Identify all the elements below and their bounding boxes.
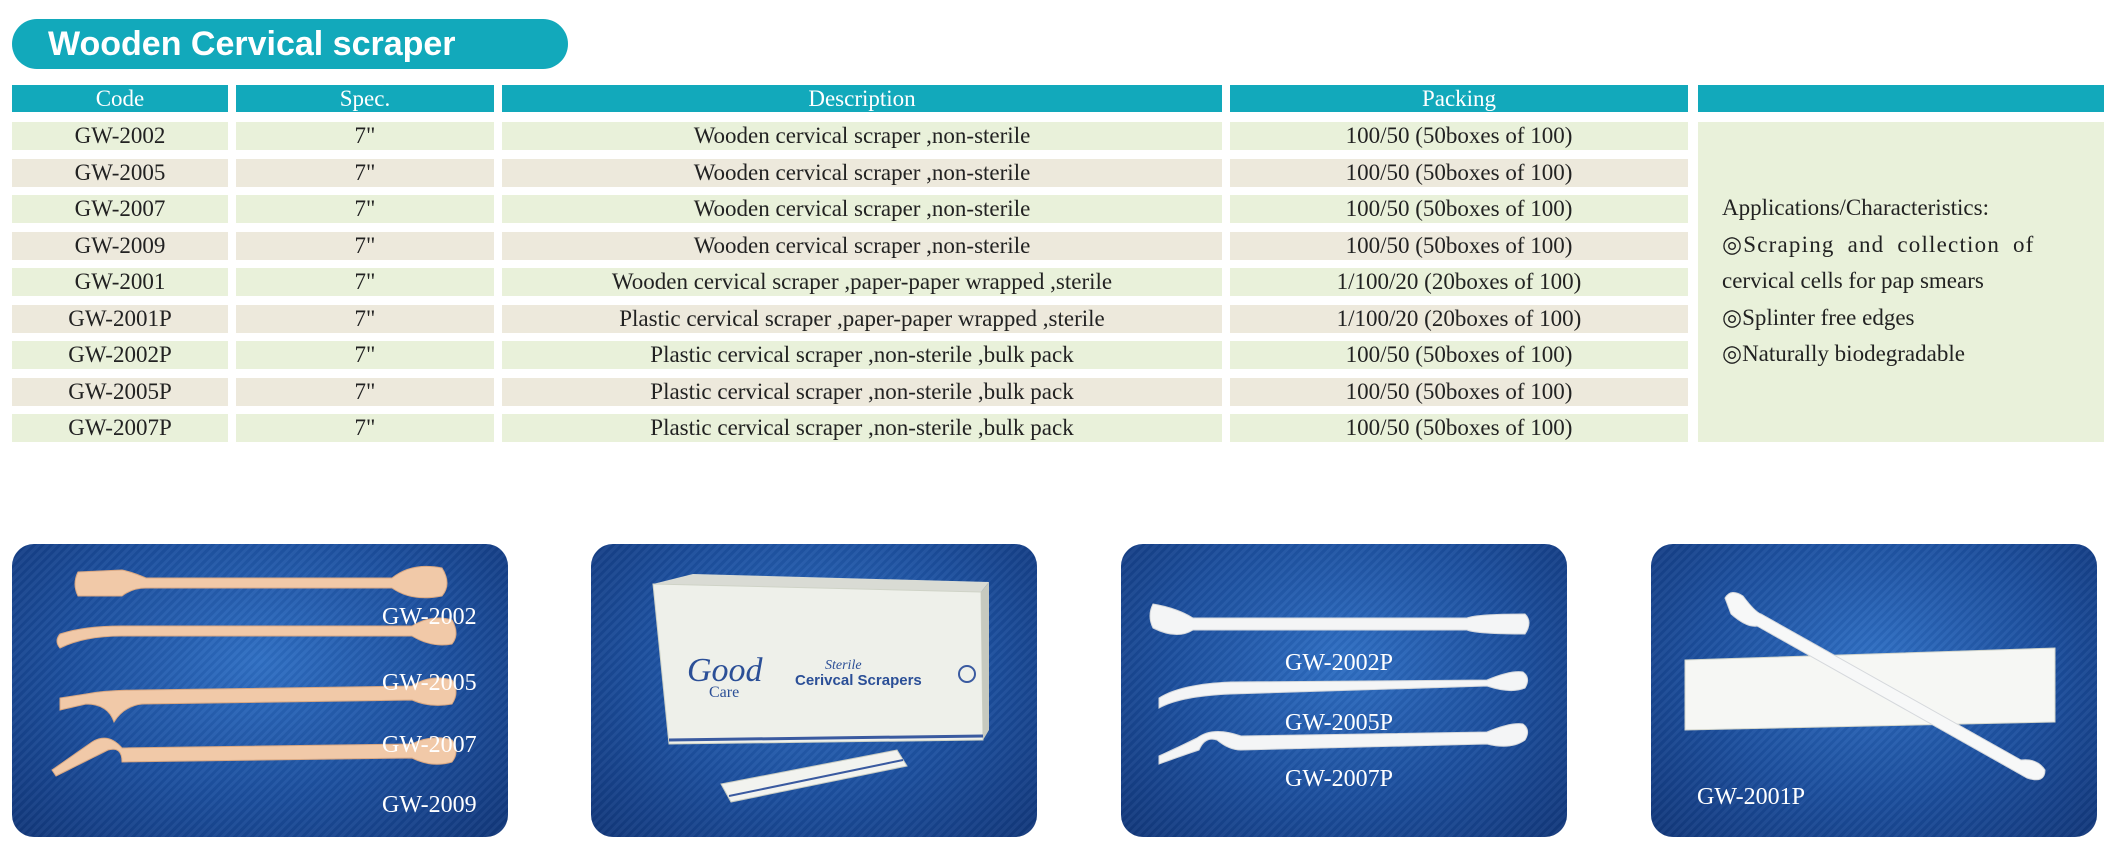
characteristics-heading: Applications/Characteristics: [1722, 195, 1989, 220]
cell-packing: 100/50 (50boxes of 100) [1230, 195, 1688, 223]
cell-code: GW-2001P [12, 304, 228, 333]
cell-code: GW-2009 [12, 231, 228, 260]
photo-plastic-scrapers: GW-2002P GW-2005P GW-2007P [1121, 544, 1567, 837]
cell-spec: 7" [236, 195, 494, 223]
characteristics-panel: Applications/Characteristics: ◎Scraping … [1698, 122, 2104, 442]
plastic-label: GW-2007P [1285, 766, 1393, 792]
cell-code: GW-2001 [12, 268, 228, 296]
box-sterile: Sterile [825, 658, 862, 673]
cell-spec: 7" [236, 304, 494, 333]
cell-packing: 100/50 (50boxes of 100) [1230, 158, 1688, 187]
cell-code: GW-2002P [12, 341, 228, 369]
plastic-label: GW-2005P [1285, 710, 1393, 736]
cell-description: Wooden cervical scraper ,non-sterile [502, 158, 1222, 187]
wooden-label: GW-2007 [382, 732, 477, 758]
cell-description: Wooden cervical scraper ,non-sterile [502, 195, 1222, 223]
header-packing: Packing [1230, 85, 1688, 112]
cell-code: GW-2007 [12, 195, 228, 223]
wooden-label: GW-2002 [382, 604, 477, 630]
cell-packing: 100/50 (50boxes of 100) [1230, 122, 1688, 150]
cell-packing: 1/100/20 (20boxes of 100) [1230, 304, 1688, 333]
box-product-name: Cerivcal Scrapers [795, 672, 922, 689]
cell-spec: 7" [236, 231, 494, 260]
cell-packing: 100/50 (50boxes of 100) [1230, 414, 1688, 442]
cell-packing: 1/100/20 (20boxes of 100) [1230, 268, 1688, 296]
box-brand: Good [687, 652, 763, 689]
characteristics-line: ◎Scraping and collection of [1722, 231, 2035, 257]
wooden-scrapers-image [51, 565, 457, 777]
cell-packing: 100/50 (50boxes of 100) [1230, 231, 1688, 260]
cell-spec: 7" [236, 377, 494, 406]
cell-code: GW-2007P [12, 414, 228, 442]
cell-code: GW-2002 [12, 122, 228, 150]
header-blank [1698, 85, 2104, 112]
wrapped-scraper-image [1684, 592, 2056, 781]
cell-code: GW-2005P [12, 377, 228, 406]
cell-description: Plastic cervical scraper ,non-sterile ,b… [502, 414, 1222, 442]
characteristics-line: cervical cells for pap smears [1722, 268, 1984, 293]
product-box-image [652, 574, 989, 803]
cell-description: Plastic cervical scraper ,non-sterile ,b… [502, 341, 1222, 369]
header-description: Description [502, 85, 1222, 112]
cell-spec: 7" [236, 341, 494, 369]
cell-description: Plastic cervical scraper ,paper-paper wr… [502, 304, 1222, 333]
cell-spec: 7" [236, 158, 494, 187]
characteristics-line: ◎Naturally biodegradable [1722, 341, 1965, 366]
plastic-scrapers-image [1149, 603, 1530, 765]
photo-product-box: Good Care Sterile Cerivcal Scrapers [591, 544, 1037, 837]
cell-description: Plastic cervical scraper ,non-sterile ,b… [502, 377, 1222, 406]
cell-description: Wooden cervical scraper ,non-sterile [502, 231, 1222, 260]
photo-wooden-scrapers: GW-2002 GW-2005 GW-2007 GW-2009 [12, 544, 508, 837]
cell-spec: 7" [236, 268, 494, 296]
plastic-label: GW-2002P [1285, 650, 1393, 676]
cell-spec: 7" [236, 122, 494, 150]
header-spec: Spec. [236, 85, 494, 112]
cell-code: GW-2005 [12, 158, 228, 187]
photo-wrapped-scraper: GW-2001P [1651, 544, 2097, 837]
page-title: Wooden Cervical scraper [12, 19, 568, 69]
cell-packing: 100/50 (50boxes of 100) [1230, 377, 1688, 406]
wooden-label: GW-2009 [382, 792, 477, 818]
box-brand-sub: Care [709, 684, 740, 701]
cell-packing: 100/50 (50boxes of 100) [1230, 341, 1688, 369]
wooden-label: GW-2005 [382, 670, 477, 696]
cell-description: Wooden cervical scraper ,paper-paper wra… [502, 268, 1222, 296]
characteristics-line: ◎Splinter free edges [1722, 304, 1915, 330]
cell-spec: 7" [236, 414, 494, 442]
cell-description: Wooden cervical scraper ,non-sterile [502, 122, 1222, 150]
wrapped-label: GW-2001P [1697, 784, 1805, 810]
header-code: Code [12, 85, 228, 112]
